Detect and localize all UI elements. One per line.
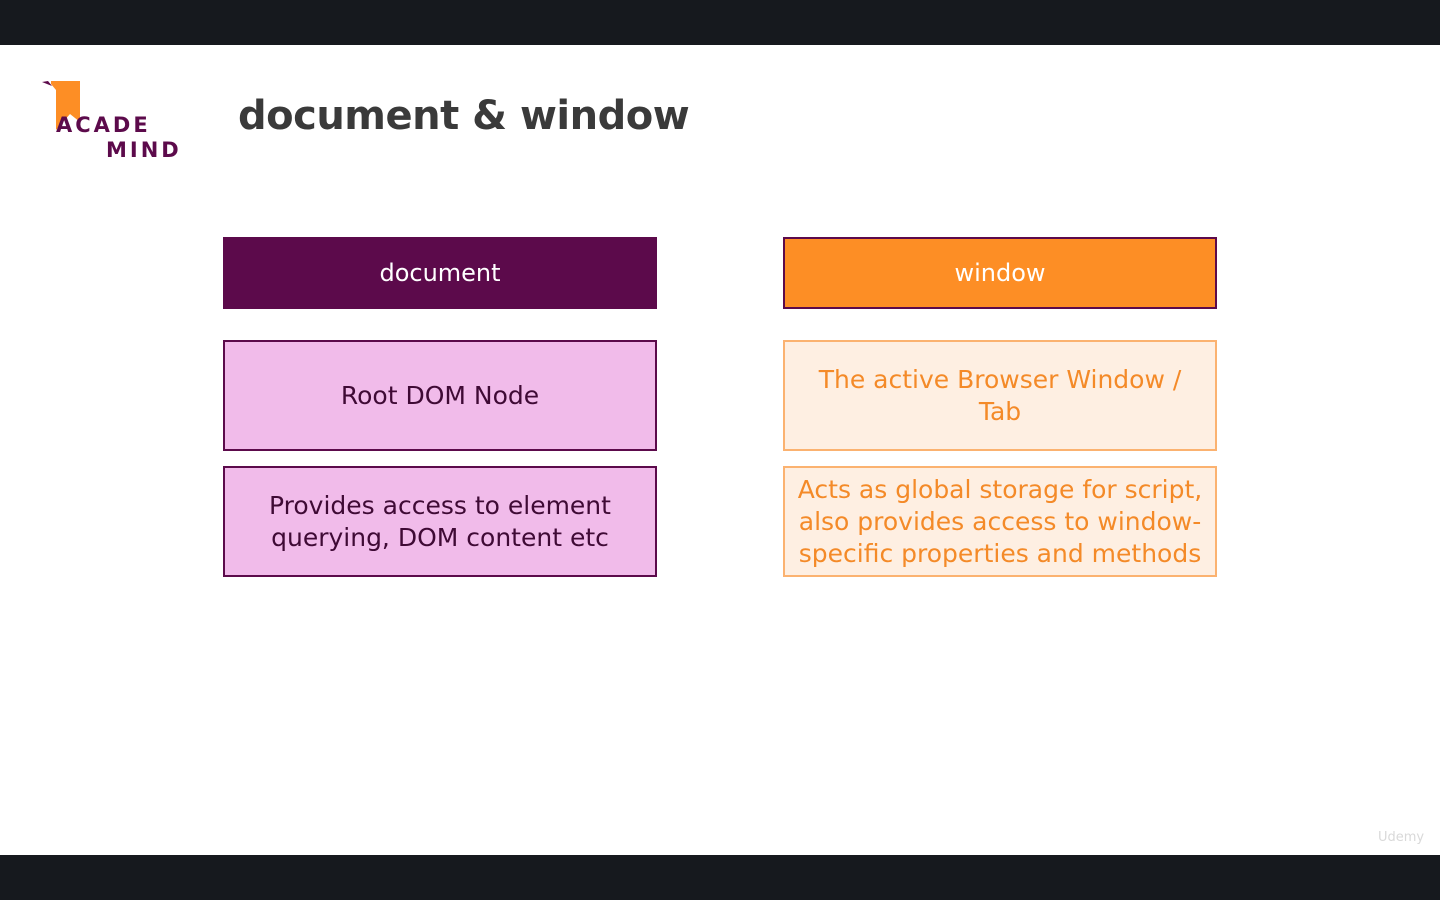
slide-title: document & window	[238, 93, 690, 139]
video-letterbox-bottom	[0, 855, 1440, 900]
window-row-global-storage: Acts as global storage for script, also …	[783, 466, 1217, 577]
bookmark-icon	[42, 81, 80, 130]
window-header: window	[783, 237, 1217, 309]
academind-logo: ACADE MIND	[40, 80, 190, 170]
document-row-root-node: Root DOM Node	[223, 340, 657, 451]
window-row-active-window: The active Browser Window / Tab	[783, 340, 1217, 451]
udemy-watermark: Udemy	[1378, 830, 1425, 845]
document-header: document	[223, 237, 657, 309]
document-row-access: Provides access to element querying, DOM…	[223, 466, 657, 577]
logo-text-line1: ACADE	[56, 113, 151, 137]
logo-text-line2: MIND	[106, 138, 182, 162]
slide: ACADE MIND document & window document Ro…	[0, 45, 1440, 855]
video-letterbox-top	[0, 0, 1440, 45]
